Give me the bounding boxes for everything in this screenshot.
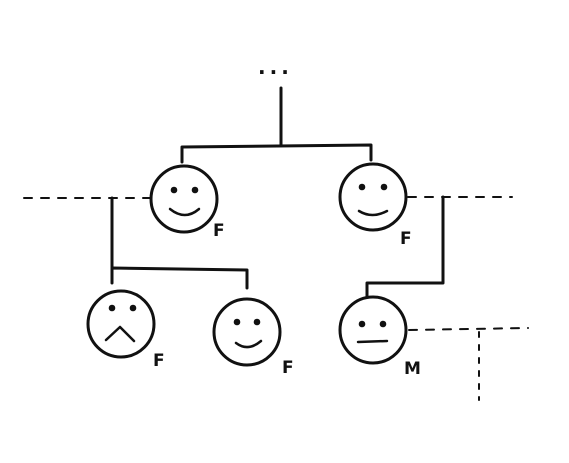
sex-label: F xyxy=(153,351,165,371)
sex-label: F xyxy=(282,358,294,378)
descent-line-right xyxy=(365,195,445,300)
partner-line-male xyxy=(408,327,529,331)
sibling-bar-gen1 xyxy=(180,143,373,164)
person-gen2-left: F xyxy=(86,289,165,371)
face-smile-icon xyxy=(149,164,219,234)
top-ellipsis: ... xyxy=(258,55,293,79)
sex-label: F xyxy=(213,221,225,241)
face-smile-icon xyxy=(338,162,408,232)
sex-label: M xyxy=(404,359,421,379)
person-gen1-right: F xyxy=(338,162,412,249)
person-gen1-left: F xyxy=(149,164,225,241)
person-gen2-middle: F xyxy=(212,297,294,378)
face-frown-icon xyxy=(86,289,156,359)
sibling-bar-gen2-left xyxy=(110,266,249,290)
face-neutral-icon xyxy=(338,295,408,365)
sex-label: F xyxy=(400,229,412,249)
person-gen2-right: M xyxy=(338,295,421,379)
face-smile-icon xyxy=(212,297,282,367)
